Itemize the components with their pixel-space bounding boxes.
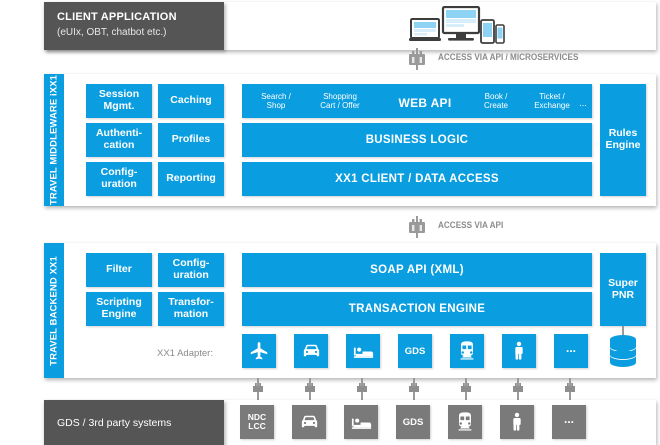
plug-connector-icon — [563, 382, 577, 394]
plug-connector-icon — [459, 382, 473, 394]
xx1-client-data-access-label: XX1 CLIENT / DATA ACCESS — [335, 172, 499, 185]
cell-authentication[interactable]: Authenti-cation — [86, 123, 152, 157]
gds-more-block[interactable]: ... — [552, 405, 586, 439]
gds-third-party-label: GDS / 3rd party systems — [44, 400, 224, 445]
access-via-microservices-row: ACCESS VIA API / MICROSERVICES — [402, 48, 660, 70]
travel-backend-side-label: TRAVEL BACKEND XX1 — [44, 243, 64, 378]
adapter-more-block[interactable]: ... — [554, 334, 588, 368]
cell-caching-label: Caching — [170, 94, 212, 107]
super-pnr-db-connector — [622, 326, 624, 335]
access-via-api-row: ACCESS VIA API — [402, 216, 602, 238]
devices-illustration — [409, 6, 509, 48]
plug-connector-icon — [251, 382, 265, 394]
access-via-microservices-label: ACCESS VIA API / MICROSERVICES — [438, 52, 579, 63]
web-api-item-search-shop[interactable]: Search /Shop — [261, 92, 291, 111]
cell-profiles-label: Profiles — [171, 133, 211, 146]
cell-reporting-label: Reporting — [166, 172, 216, 185]
gds-train-icon[interactable] — [448, 405, 482, 439]
cell-transformation[interactable]: Transfor-mation — [158, 292, 224, 326]
cell-configuration-label: Config-uration — [100, 166, 138, 190]
plug-connector-icon — [303, 382, 317, 394]
gds-car-icon[interactable] — [292, 405, 326, 439]
cell-configuration[interactable]: Config-uration — [86, 162, 152, 196]
cell-caching[interactable]: Caching — [158, 84, 224, 118]
access-via-api-label: ACCESS VIA API — [438, 220, 504, 231]
gds-gds-block[interactable]: GDS — [396, 405, 430, 439]
gds-gds-label: GDS — [402, 416, 424, 428]
client-application-row: CLIENT APPLICATION (eUIx, OBT, chatbot e… — [44, 2, 656, 50]
cell-reporting[interactable]: Reporting — [158, 162, 224, 196]
client-application-subtitle: (eUIx, OBT, chatbot etc.) — [57, 27, 167, 38]
xx1-client-data-access-block[interactable]: XX1 CLIENT / DATA ACCESS — [242, 162, 592, 196]
web-api-item-book-create[interactable]: Book /Create — [483, 92, 508, 111]
gds-third-party-label-text: GDS / 3rd party systems — [57, 416, 172, 429]
adapter-bed-icon[interactable] — [346, 334, 380, 368]
business-logic-label: BUSINESS LOGIC — [365, 133, 469, 146]
travel-middleware-side-label-text: TRAVEL MIDDLEWARE iXX1 — [48, 74, 60, 206]
web-api-title: WEB API — [398, 96, 452, 110]
cell-backend-configuration-label: Config-uration — [172, 257, 210, 281]
cell-backend-configuration[interactable]: Config-uration — [158, 253, 224, 287]
plug-connector-icon — [402, 216, 432, 238]
adapter-gds-block[interactable]: GDS — [398, 334, 432, 368]
xx1-adapter-label: XX1 Adapter: — [157, 348, 213, 359]
adapter-more-label: ... — [565, 341, 576, 355]
soap-api-block[interactable]: SOAP API (XML) — [242, 253, 592, 287]
adapter-train-icon[interactable] — [450, 334, 484, 368]
client-application-label: CLIENT APPLICATION (eUIx, OBT, chatbot e… — [44, 2, 224, 50]
database-cylinder-icon — [608, 334, 638, 368]
adapter-plane-icon[interactable] — [242, 334, 276, 368]
plug-connector-icon — [407, 382, 421, 394]
web-api-item-ticket-exchange[interactable]: Ticket /Exchange — [534, 92, 570, 111]
plug-connector-icon — [511, 382, 525, 394]
travel-backend-panel: TRAVEL BACKEND XX1 Filter Config-uration… — [44, 243, 656, 378]
travel-backend-side-label-text: TRAVEL BACKEND XX1 — [48, 255, 60, 366]
cell-authentication-label: Authenti-cation — [95, 127, 143, 151]
gds-person-icon[interactable] — [500, 405, 534, 439]
transaction-engine-label: TRANSACTION ENGINE — [348, 302, 486, 315]
transaction-engine-block[interactable]: TRANSACTION ENGINE — [242, 292, 592, 326]
gds-bed-icon[interactable] — [344, 405, 378, 439]
adapter-person-icon[interactable] — [502, 334, 536, 368]
adapter-car-icon[interactable] — [294, 334, 328, 368]
cell-profiles[interactable]: Profiles — [158, 123, 224, 157]
web-api-item-more[interactable]: ... — [579, 98, 587, 108]
soap-api-label: SOAP API (XML) — [370, 263, 464, 276]
client-application-title: CLIENT APPLICATION — [57, 11, 177, 23]
plug-connector-icon — [402, 48, 432, 70]
business-logic-block[interactable]: BUSINESS LOGIC — [242, 123, 592, 157]
plug-connector-icon — [355, 382, 369, 394]
cell-filter[interactable]: Filter — [86, 253, 152, 287]
travel-middleware-side-label: TRAVEL MIDDLEWARE iXX1 — [44, 74, 64, 206]
gds-more-label: ... — [563, 412, 574, 426]
cell-filter-label: Filter — [106, 263, 132, 276]
cell-transformation-label: Transfor-mation — [168, 296, 214, 320]
adapter-gds-label: GDS — [404, 345, 426, 357]
